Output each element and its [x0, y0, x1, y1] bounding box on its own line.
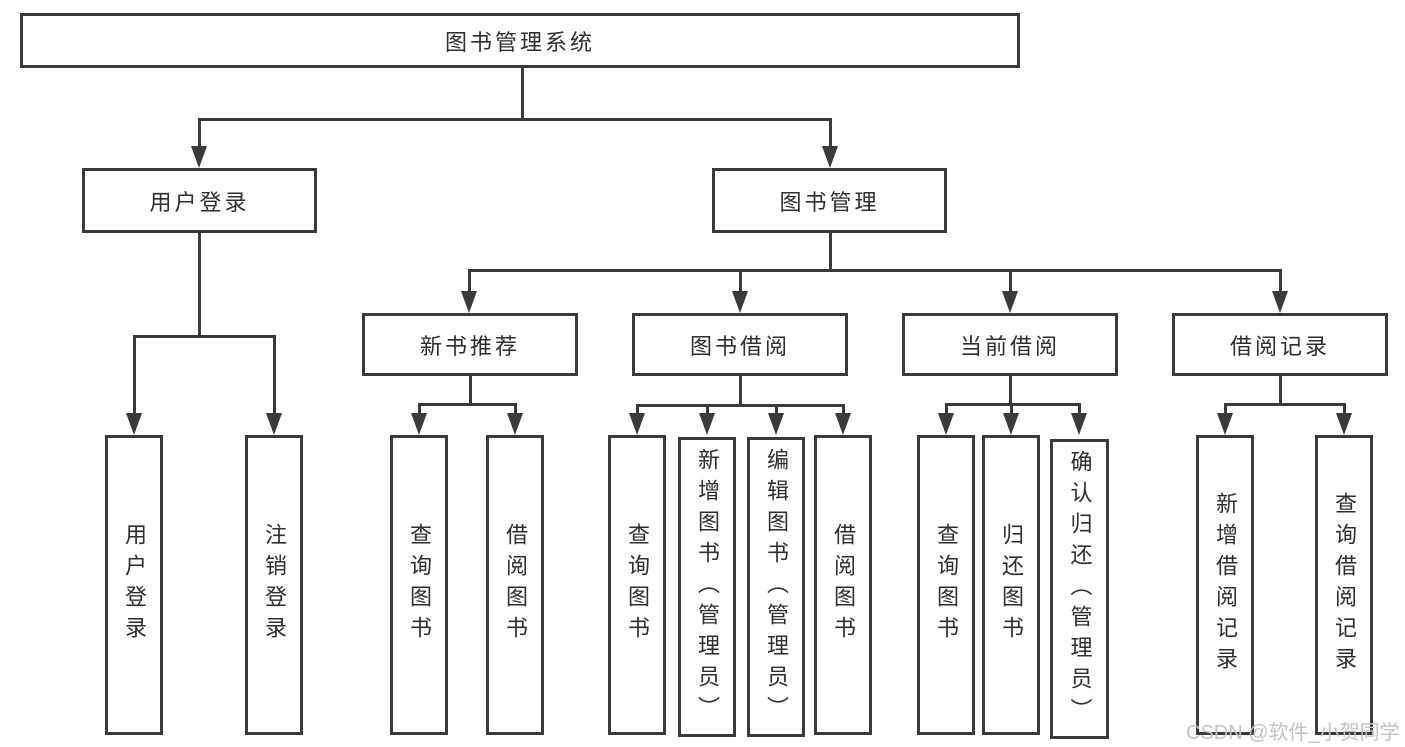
arrowhead-borrowing-records	[1272, 291, 1288, 313]
connector-nbr-rail	[417, 403, 517, 406]
arrowhead-cb-return	[1003, 413, 1019, 435]
node-cb-confirm-return-admin: 确认归还（管理员）	[1050, 439, 1109, 739]
connector-cb-confirm-stem	[1077, 403, 1081, 413]
node-current-borrowing-label: 当前借阅	[959, 333, 1060, 359]
connector-br-stem	[1278, 269, 1282, 291]
node-logout-label: 注销登录	[262, 523, 287, 647]
node-nbr-query-books: 查询图书	[390, 435, 448, 735]
connector-cb-query-stem	[944, 403, 948, 413]
arrowhead-bb-add	[699, 413, 715, 435]
connector-nbr-trunk	[468, 376, 472, 406]
node-nbr-borrow-books: 借阅图书	[486, 435, 544, 735]
arrowhead-ul-logout	[266, 413, 282, 435]
connector-cb-stem	[1008, 272, 1012, 291]
connector-ul-login-stem	[132, 335, 136, 413]
node-borrowing-records: 借阅记录	[1172, 313, 1388, 376]
node-book-borrowing: 图书借阅	[632, 313, 848, 376]
node-bb-add-books-admin: 新增图书（管理员）	[678, 437, 736, 737]
connector-ul-rail	[132, 335, 276, 338]
connector-bb-trunk	[738, 376, 742, 406]
connector-bb-query-stem	[635, 404, 639, 413]
connector-br-rail	[1223, 403, 1346, 406]
node-bb-edit-books-admin-label: 编辑图书（管理员）	[764, 447, 789, 727]
node-current-borrowing: 当前借阅	[902, 313, 1118, 376]
connector-bb-edit-stem	[774, 404, 778, 413]
connector-bb-rail	[635, 404, 845, 407]
arrowhead-bb-borrow	[835, 413, 851, 435]
node-root-label: 图书管理系统	[444, 29, 595, 55]
arrowhead-nbr-query	[411, 413, 427, 435]
node-book-management: 图书管理	[712, 168, 947, 233]
node-book-management-label: 图书管理	[779, 189, 880, 215]
arrowhead-cb-query	[938, 413, 954, 435]
node-cb-return-books-label: 归还图书	[999, 523, 1024, 647]
arrowhead-bb-edit	[768, 413, 784, 435]
connector-level2-rail	[197, 118, 832, 121]
node-br-add-record: 新增借阅记录	[1196, 435, 1254, 735]
node-bb-borrow-books-label: 借阅图书	[831, 523, 856, 647]
node-root: 图书管理系统	[20, 13, 1020, 68]
node-bb-borrow-books: 借阅图书	[814, 435, 872, 735]
node-cb-query-books-label: 查询图书	[934, 523, 959, 647]
connector-br-trunk	[1278, 376, 1282, 406]
arrowhead-nbr-borrow	[507, 413, 523, 435]
node-br-add-record-label: 新增借阅记录	[1213, 492, 1238, 678]
node-cb-query-books: 查询图书	[917, 435, 975, 735]
arrowhead-cb-confirm	[1071, 413, 1087, 435]
arrowhead-bb-query	[629, 413, 645, 435]
connector-root-trunk	[520, 68, 524, 120]
connector-br-add-stem	[1223, 403, 1227, 413]
csdn-watermark: CSDN @软件_小贺同学	[1186, 722, 1400, 744]
connector-ul-trunk	[197, 233, 201, 338]
node-nbr-query-books-label: 查询图书	[407, 523, 432, 647]
connector-bb-add-stem	[705, 404, 709, 413]
connector-nbr-borrow-stem	[513, 403, 517, 413]
connector-nbr-stem	[467, 269, 471, 291]
node-new-book-recommend-label: 新书推荐	[419, 333, 520, 359]
connector-br-query-stem	[1342, 403, 1346, 413]
connector-bb-stem	[738, 272, 742, 291]
connector-bm-trunk	[828, 233, 832, 272]
arrowhead-current-borrowing	[1002, 291, 1018, 313]
connector-ul-logout-stem	[272, 335, 276, 413]
node-borrowing-records-label: 借阅记录	[1229, 333, 1330, 359]
node-br-query-record: 查询借阅记录	[1315, 435, 1373, 735]
arrowhead-user-login	[191, 146, 207, 168]
node-bb-query-books: 查询图书	[608, 435, 666, 735]
node-nbr-borrow-books-label: 借阅图书	[503, 523, 528, 647]
connector-user-login-stem	[197, 118, 201, 146]
node-user-login-label: 用户登录	[149, 189, 250, 215]
node-book-borrowing-label: 图书借阅	[689, 333, 790, 359]
node-login-label: 用户登录	[122, 523, 147, 647]
arrowhead-ul-login	[126, 413, 142, 435]
node-bb-query-books-label: 查询图书	[625, 523, 650, 647]
arrowhead-book-borrowing	[732, 291, 748, 313]
connector-cb-return-stem	[1009, 403, 1013, 413]
node-cb-confirm-return-admin-label: 确认归还（管理员）	[1067, 449, 1093, 729]
arrowhead-book-management	[822, 146, 838, 168]
node-new-book-recommend: 新书推荐	[362, 313, 578, 376]
node-cb-return-books: 归还图书	[982, 435, 1040, 735]
node-br-query-record-label: 查询借阅记录	[1332, 492, 1357, 678]
arrowhead-br-query	[1336, 413, 1352, 435]
node-logout: 注销登录	[245, 435, 303, 735]
connector-book-management-stem	[828, 118, 832, 146]
arrowhead-br-add	[1217, 413, 1233, 435]
node-user-login: 用户登录	[82, 168, 317, 233]
arrowhead-new-book-recommend	[461, 291, 477, 313]
node-bb-edit-books-admin: 编辑图书（管理员）	[747, 437, 805, 737]
connector-cb-trunk	[1008, 376, 1012, 406]
connector-cb-rail	[944, 403, 1081, 406]
connector-nbr-query-stem	[417, 403, 421, 413]
node-bb-add-books-admin-label: 新增图书（管理员）	[695, 447, 720, 727]
node-login: 用户登录	[105, 435, 163, 735]
connector-level3-rail	[467, 269, 1282, 272]
connector-bb-borrow-stem	[841, 404, 845, 413]
